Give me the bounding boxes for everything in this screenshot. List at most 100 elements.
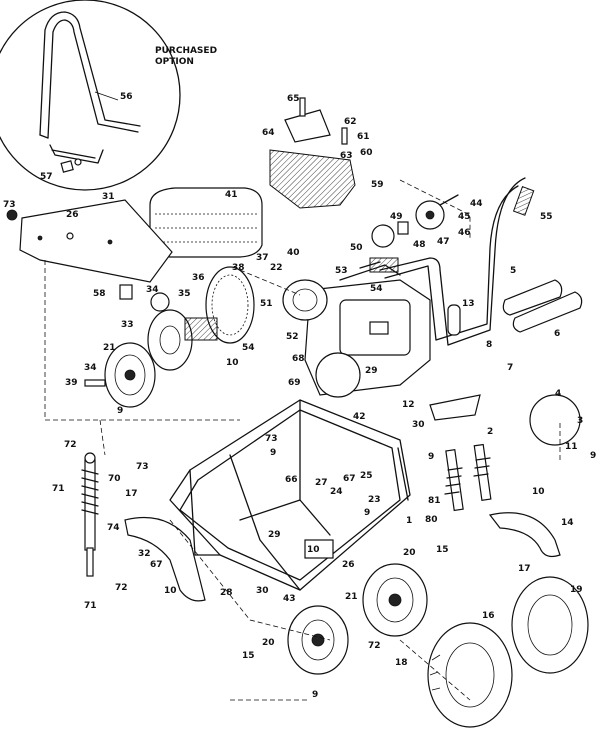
callout: 32 xyxy=(138,549,151,559)
callout: 3 xyxy=(577,416,583,426)
callout: 58 xyxy=(93,289,106,299)
callout: 73 xyxy=(136,462,149,472)
callout: 66 xyxy=(285,475,298,485)
callout: 62 xyxy=(344,117,357,127)
callout: 6 xyxy=(554,329,560,339)
callout: 30 xyxy=(256,586,269,596)
callout: 18 xyxy=(395,658,408,668)
callout: 41 xyxy=(225,190,238,200)
inset-circle xyxy=(0,0,181,191)
callout: 35 xyxy=(178,289,191,299)
callout: 72 xyxy=(64,440,77,450)
callout: 71 xyxy=(84,601,97,611)
callout: 4 xyxy=(555,389,561,399)
inset-caption-line1: PURCHASED xyxy=(155,46,217,56)
callout: 48 xyxy=(413,240,426,250)
callout: 47 xyxy=(437,237,450,247)
callout: 2 xyxy=(487,427,493,437)
callout: 38 xyxy=(232,263,245,273)
callout: 11 xyxy=(565,442,578,452)
callout: 67 xyxy=(343,474,356,484)
callout: 53 xyxy=(335,266,348,276)
rear-wheel-part xyxy=(287,563,428,675)
callout: 29 xyxy=(365,366,378,376)
callout: 12 xyxy=(402,400,415,410)
callout: 10 xyxy=(532,487,545,497)
front-tire-part xyxy=(511,576,589,674)
callout: 73 xyxy=(265,434,278,444)
callout: 10 xyxy=(164,586,177,596)
rear-fender-part xyxy=(124,516,206,602)
callout: 46 xyxy=(458,228,471,238)
callout: 45 xyxy=(458,212,471,222)
callout: 44 xyxy=(470,199,483,209)
callout: 21 xyxy=(345,592,358,602)
callout: 80 xyxy=(425,515,438,525)
callout: 10 xyxy=(226,358,239,368)
callout: 56 xyxy=(120,92,133,102)
callout: 10 xyxy=(307,545,320,555)
callout: 64 xyxy=(262,128,275,138)
callout: 22 xyxy=(270,263,283,273)
callout: 17 xyxy=(125,489,138,499)
callout: 25 xyxy=(360,471,373,481)
engine-part xyxy=(282,257,431,398)
callout: 31 xyxy=(102,192,115,202)
rear-tire-part xyxy=(427,622,513,728)
callout: 65 xyxy=(287,94,300,104)
callout: 9 xyxy=(364,508,370,518)
callout: 20 xyxy=(262,638,275,648)
callout: 61 xyxy=(357,132,370,142)
callout: 34 xyxy=(84,363,97,373)
callout: 43 xyxy=(283,594,296,604)
callout: 72 xyxy=(115,583,128,593)
callout: 9 xyxy=(312,690,318,700)
callout: 54 xyxy=(370,284,383,294)
grip-parts xyxy=(502,279,583,333)
inset-caption-line2: OPTION xyxy=(155,57,194,67)
callout: 73 xyxy=(3,200,16,210)
callout: 71 xyxy=(52,484,65,494)
handlebar-part xyxy=(379,177,535,346)
callout: 29 xyxy=(268,530,281,540)
callout: 17 xyxy=(518,564,531,574)
callout: 30 xyxy=(412,420,425,430)
callout: 24 xyxy=(330,487,343,497)
callout: 9 xyxy=(117,406,123,416)
callout: 36 xyxy=(192,273,205,283)
callout: 63 xyxy=(340,151,353,161)
callout: 8 xyxy=(486,340,492,350)
callout: 21 xyxy=(103,343,116,353)
fork-part xyxy=(429,394,581,512)
callout: 50 xyxy=(350,243,363,253)
callout: 69 xyxy=(288,378,301,388)
callout: 7 xyxy=(507,363,513,373)
callout: 57 xyxy=(40,172,53,182)
callout: 52 xyxy=(286,332,299,342)
callout: 34 xyxy=(146,285,159,295)
seat-bracket-part xyxy=(6,199,173,283)
callout: 42 xyxy=(353,412,366,422)
callout: 67 xyxy=(150,560,163,570)
callout: 20 xyxy=(403,548,416,558)
callout: 26 xyxy=(66,210,79,220)
callout: 74 xyxy=(107,523,120,533)
callout: 16 xyxy=(482,611,495,621)
callout: 70 xyxy=(108,474,121,484)
callout: 13 xyxy=(462,299,475,309)
callout: 37 xyxy=(256,253,269,263)
assembly-lines xyxy=(44,179,561,701)
front-fender-part xyxy=(488,512,561,558)
callout: 68 xyxy=(292,354,305,364)
callout: 40 xyxy=(287,248,300,258)
callout: 23 xyxy=(368,495,381,505)
callout: 9 xyxy=(590,451,596,461)
engine-cover-part xyxy=(269,97,356,209)
callout: 59 xyxy=(371,180,384,190)
callout: 15 xyxy=(242,651,255,661)
callout: 39 xyxy=(65,378,78,388)
callout: 28 xyxy=(220,588,233,598)
callout: 49 xyxy=(390,212,403,222)
callout: 9 xyxy=(270,448,276,458)
